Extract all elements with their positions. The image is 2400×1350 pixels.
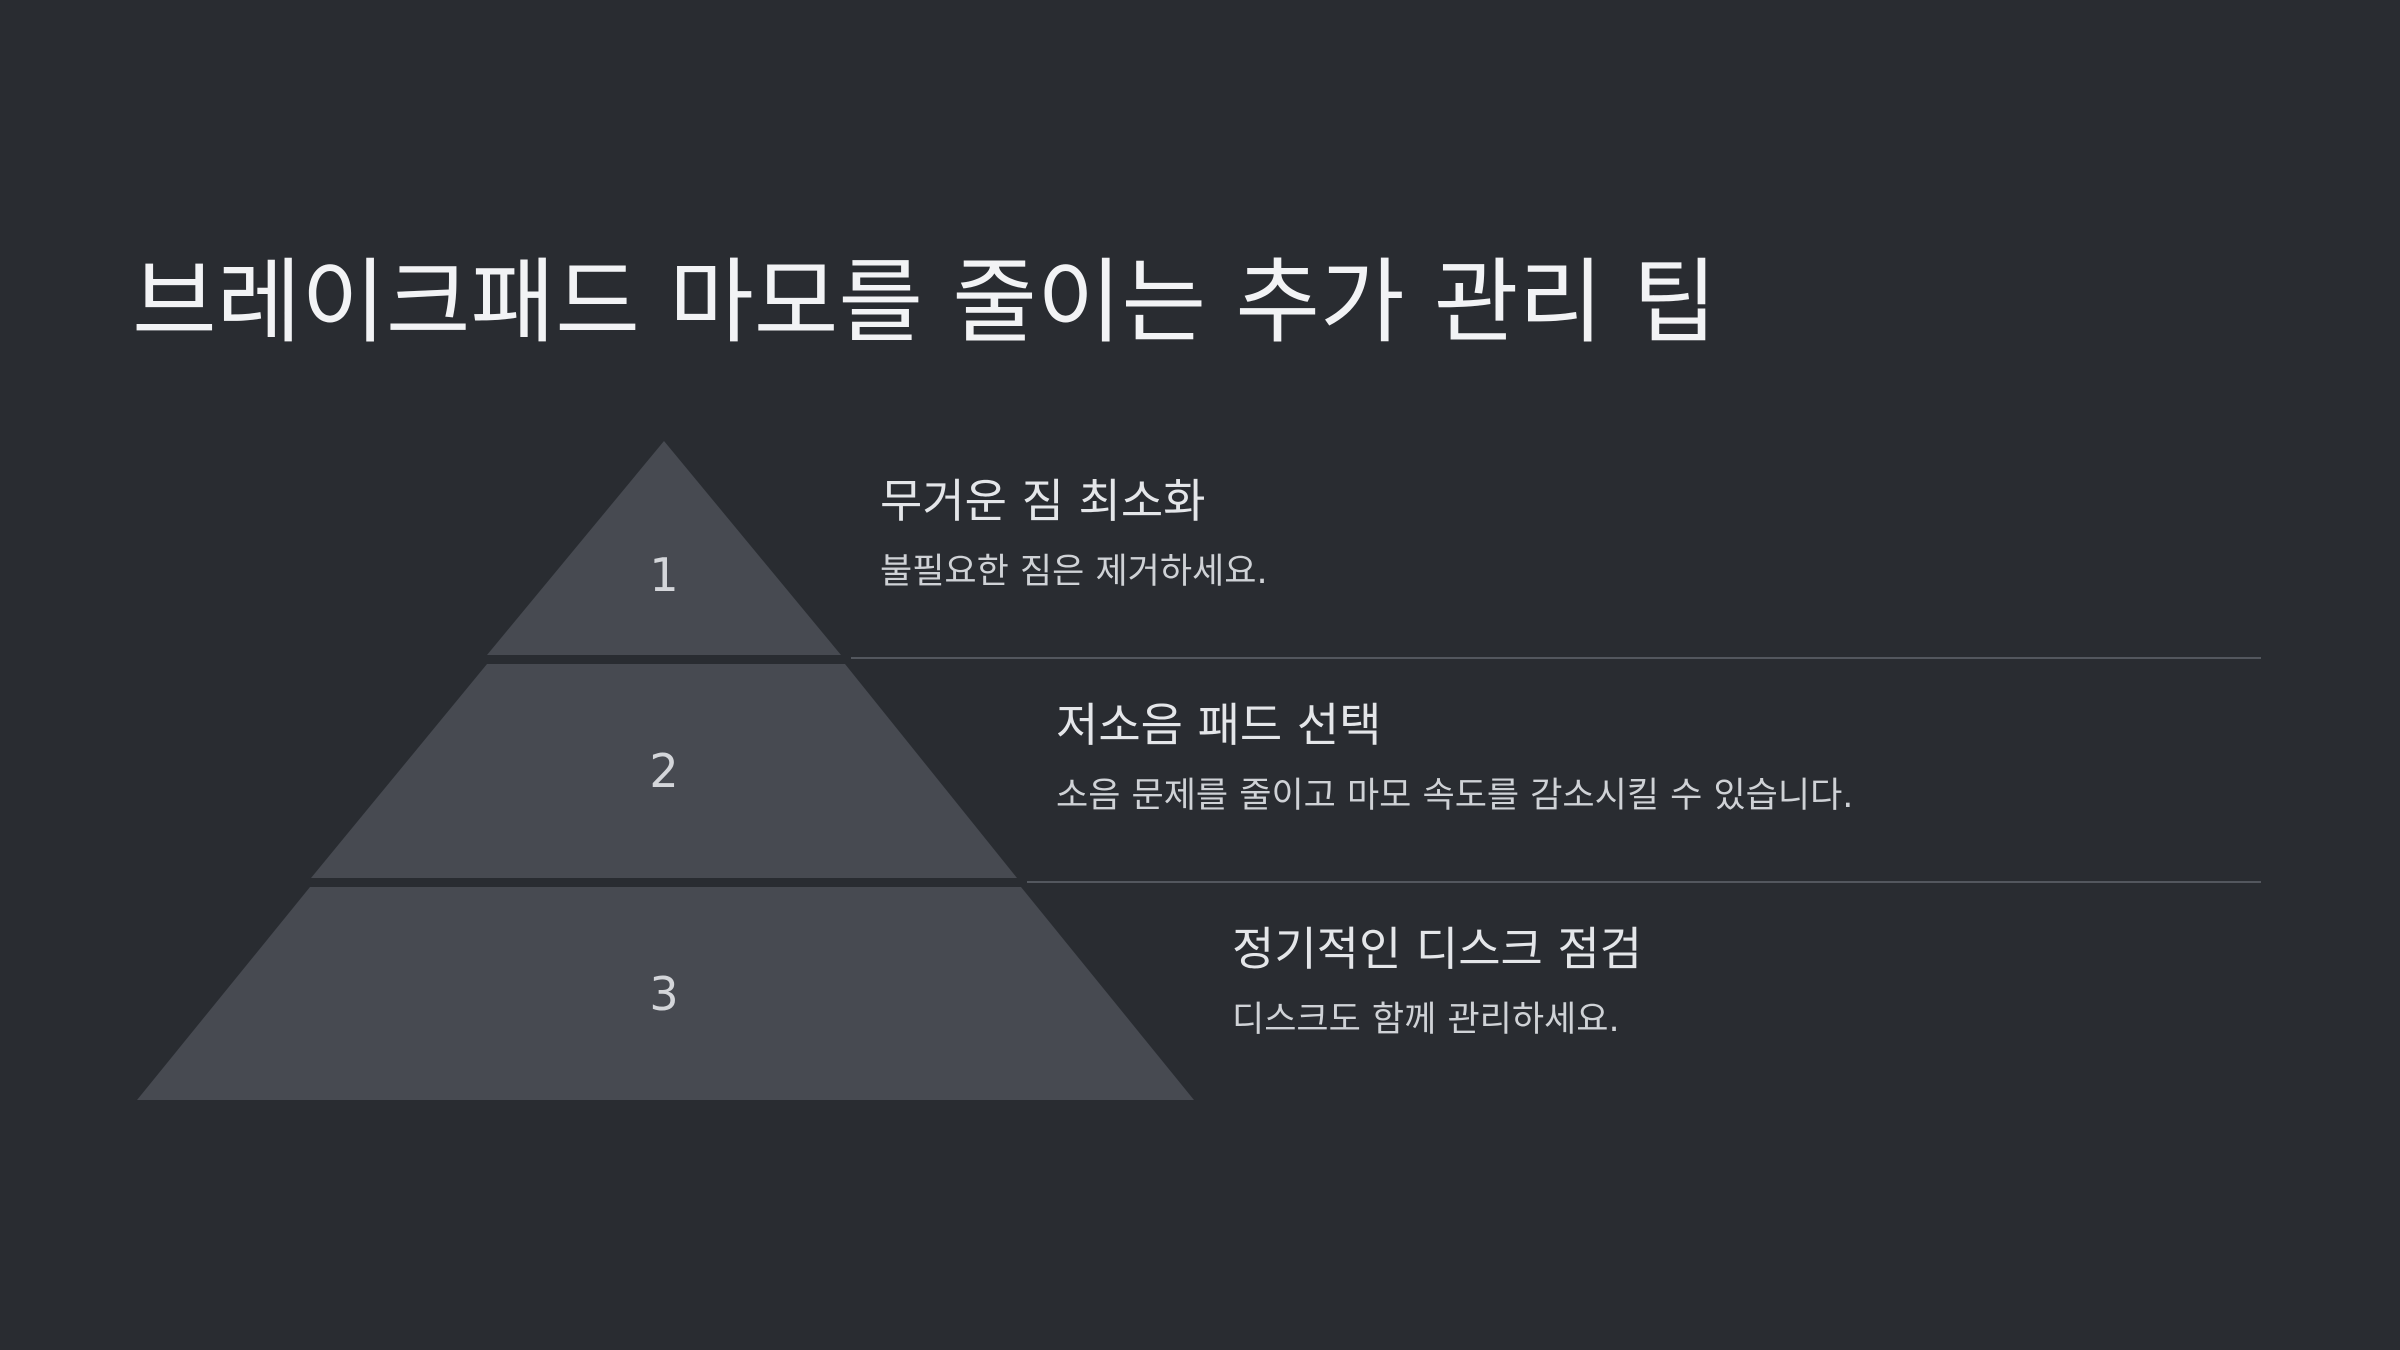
tier-description-1: 불필요한 짐은 제거하세요.	[880, 552, 1268, 593]
tier-heading-2: 저소음 패드 선택	[1056, 698, 1382, 752]
pyramid-tier-3	[137, 887, 1194, 1100]
tier-item-1: 무거운 짐 최소화 불필요한 짐은 제거하세요.	[880, 474, 1268, 593]
pyramid-tier-2	[311, 664, 1017, 878]
tier-item-3: 정기적인 디스크 점검 디스크도 함께 관리하세요.	[1232, 922, 1642, 1041]
divider-1	[851, 657, 2261, 659]
divider-2	[1027, 881, 2261, 883]
tier-heading-1: 무거운 짐 최소화	[880, 474, 1206, 528]
tier-heading-3: 정기적인 디스크 점검	[1232, 922, 1643, 976]
tier-description-3: 디스크도 함께 관리하세요.	[1232, 1000, 1620, 1041]
slide-title: 브레이크패드 마모를 줄이는 추가 관리 팁	[132, 249, 1718, 356]
tier-item-2: 저소음 패드 선택 소음 문제를 줄이고 마모 속도를 감소시킬 수 있습니다.	[1056, 698, 1853, 817]
pyramid-tier-1	[487, 441, 841, 655]
tier-number-2: 2	[649, 744, 679, 798]
tier-number-1: 1	[649, 548, 679, 602]
tier-number-3: 3	[649, 967, 679, 1021]
tier-description-2: 소음 문제를 줄이고 마모 속도를 감소시킬 수 있습니다.	[1056, 776, 1854, 817]
